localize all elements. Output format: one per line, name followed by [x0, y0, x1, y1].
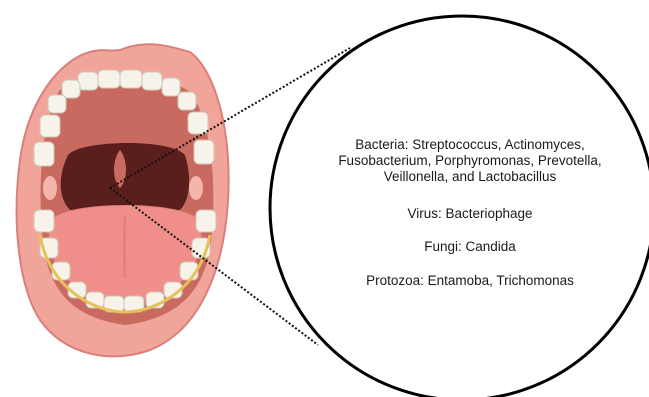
tonsil-right — [189, 176, 203, 200]
bacteria-label: Bacteria: Streptococcus, Actinomyces, Fu… — [300, 137, 640, 185]
protozoa-label: Protozoa: Entamoba, Trichomonas — [300, 273, 640, 289]
bacteria-line-2: Fusobacterium, Porphyromonas, Prevotella… — [300, 153, 640, 169]
fungi-label: Fungi: Candida — [300, 239, 640, 255]
tonsil-left — [43, 176, 57, 200]
bacteria-line-1: Bacteria: Streptococcus, Actinomyces, — [300, 137, 640, 153]
bacteria-line-3: Veillonella, and Lactobacillus — [300, 169, 640, 185]
virus-label: Virus: Bacteriophage — [300, 206, 640, 222]
tongue-groove — [124, 215, 125, 278]
